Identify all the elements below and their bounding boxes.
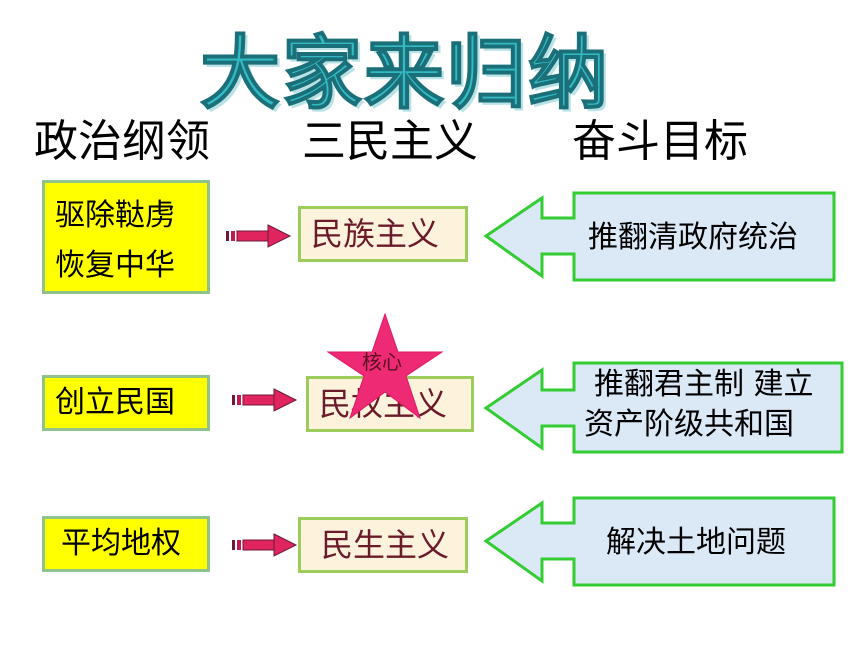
program-line: 平均地权 xyxy=(61,526,181,561)
principle-label: 民族主义 xyxy=(311,215,440,253)
goal-text: 解决土地问题 xyxy=(606,525,786,560)
program-box-nationalism: 驱除鞑虏 恢复中华 xyxy=(42,180,210,294)
goal-callout-democracy xyxy=(483,361,844,454)
star-icon xyxy=(326,312,444,420)
goal-text: 资产阶级共和国 xyxy=(584,407,794,442)
program-box-livelihood: 平均地权 xyxy=(42,516,210,572)
header-three-principles: 三民主义 xyxy=(302,116,478,167)
program-line: 恢复中华 xyxy=(55,248,175,283)
program-line: 驱除鞑虏 xyxy=(55,198,175,233)
goal-callout-nationalism xyxy=(483,191,836,282)
page-title: 大家来归纳 xyxy=(199,27,610,121)
goal-text: 推翻清政府统治 xyxy=(588,220,798,255)
program-box-democracy: 创立民国 xyxy=(42,375,210,431)
right-arrow-icon xyxy=(232,533,298,557)
right-arrow-icon xyxy=(226,224,292,248)
principle-box-nationalism: 民族主义 xyxy=(298,206,468,262)
header-political-program: 政治纲领 xyxy=(34,116,210,167)
principle-label: 民生主义 xyxy=(321,526,450,564)
goal-text: 推翻君主制 建立 xyxy=(594,367,814,402)
goal-callout-livelihood xyxy=(483,496,836,587)
right-arrow-icon xyxy=(232,388,298,412)
program-line: 创立民国 xyxy=(55,385,175,420)
principle-box-livelihood: 民生主义 xyxy=(298,517,468,573)
header-goals: 奋斗目标 xyxy=(572,116,748,167)
core-label: 核心 xyxy=(362,350,402,374)
